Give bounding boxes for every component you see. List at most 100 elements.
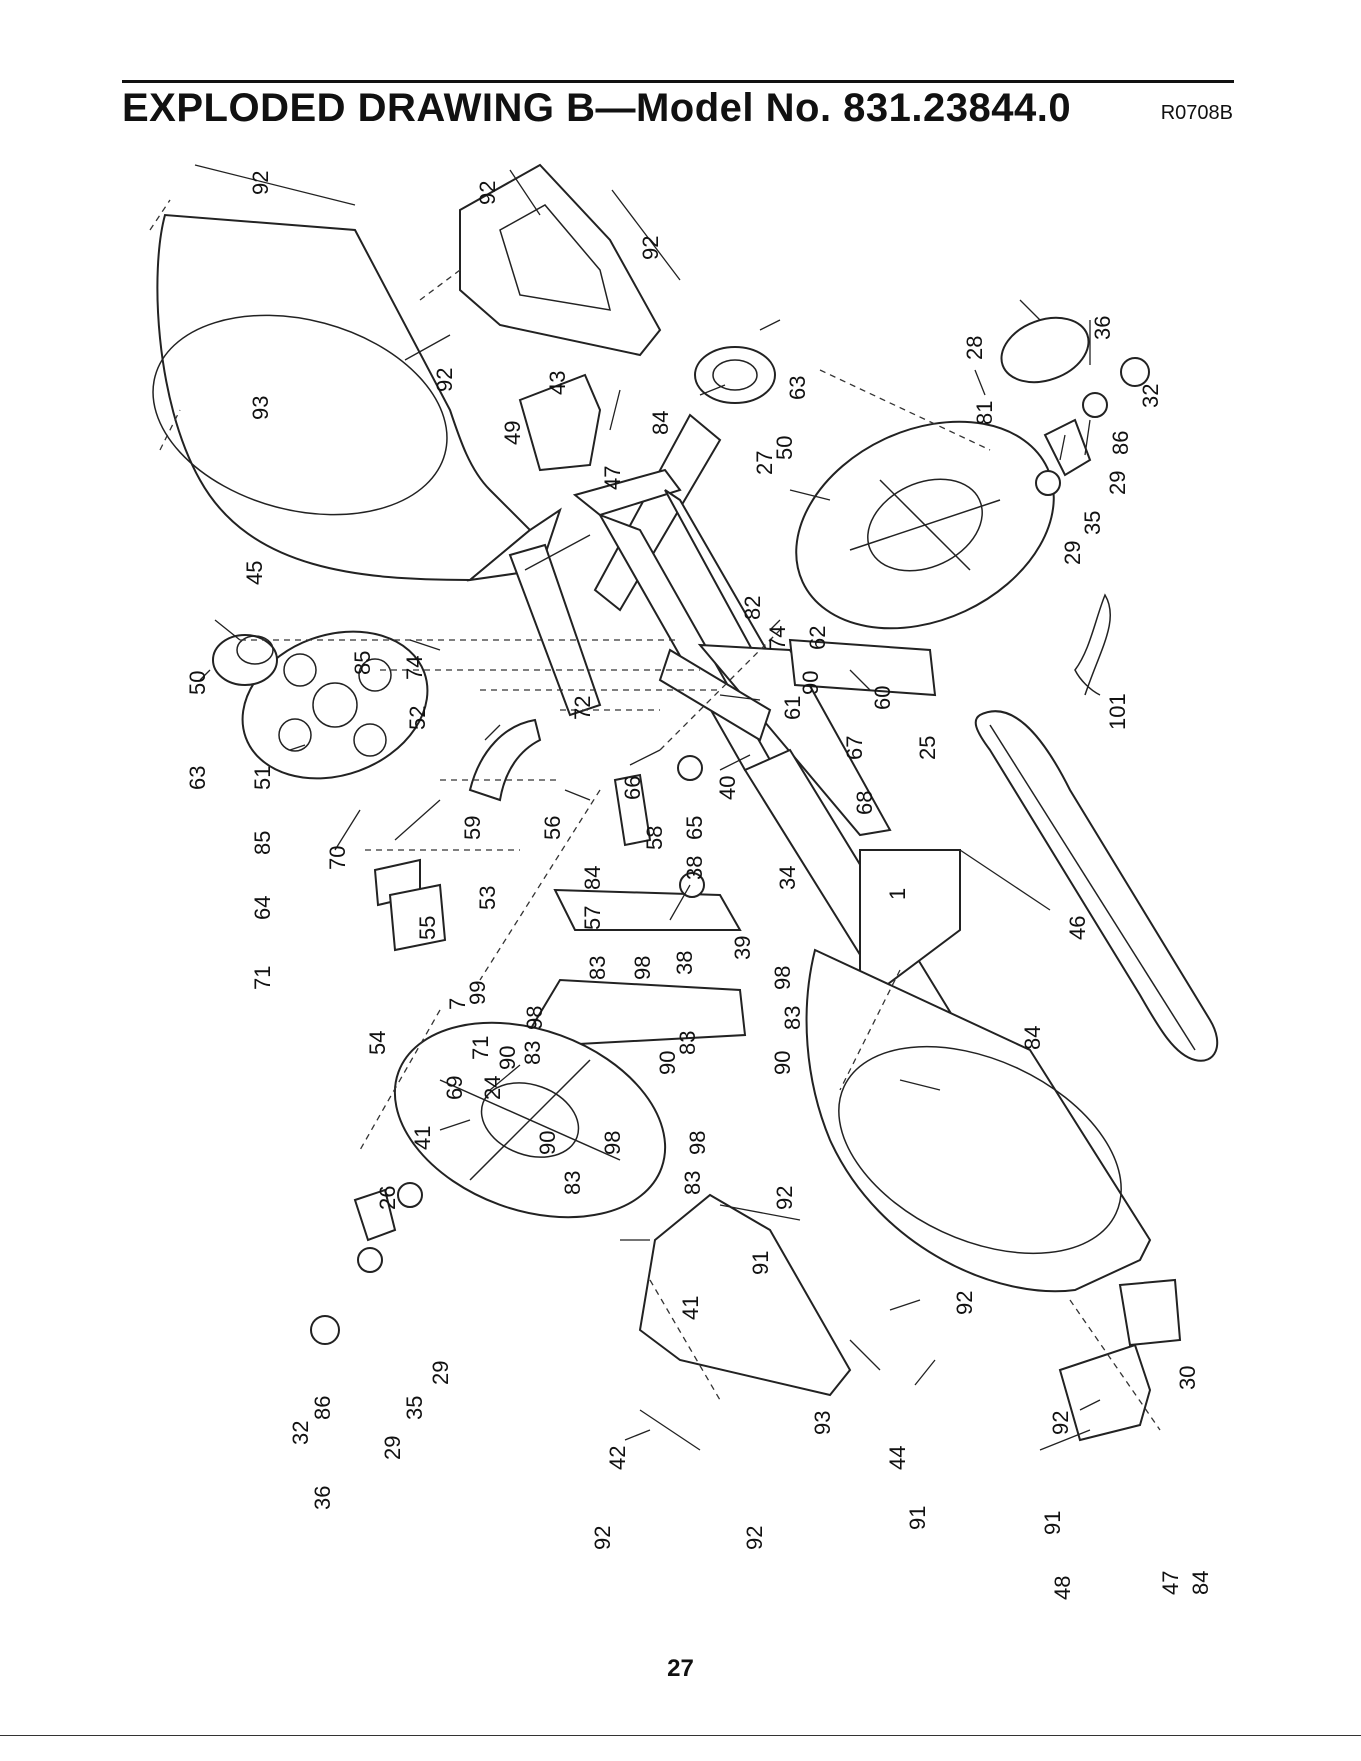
knob-36-right: [1120, 357, 1150, 387]
callout-92: 92: [952, 1291, 977, 1315]
bearing-housing-35-right: [1043, 418, 1092, 477]
callout-47: 47: [600, 466, 625, 490]
callout-56: 56: [540, 816, 565, 840]
callout-40: 40: [715, 776, 740, 800]
callout-41: 41: [678, 1296, 703, 1320]
callout-55: 55: [415, 916, 440, 940]
callout-92: 92: [248, 171, 273, 195]
assembly-line: [149, 199, 991, 751]
pedal-pad-30: [1118, 1278, 1182, 1347]
callout-63: 63: [185, 766, 210, 790]
callout-74: 74: [765, 626, 790, 650]
callout-65: 65: [682, 816, 707, 840]
left-shroud-part: [152, 213, 562, 582]
wire-101: [1074, 593, 1112, 696]
pedal-pad-48: [1058, 1343, 1152, 1442]
right-shroud-44: [805, 948, 1152, 1293]
callout-90: 90: [798, 671, 823, 695]
callout-83: 83: [560, 1171, 585, 1195]
callout-53: 53: [475, 886, 500, 910]
callout-59: 59: [460, 816, 485, 840]
callout-84: 84: [1188, 1571, 1213, 1595]
callout-72: 72: [570, 696, 595, 720]
callout-83: 83: [585, 956, 610, 980]
pedal-pad-49: [518, 373, 602, 472]
callout-82: 82: [740, 596, 765, 620]
callout-48: 48: [1050, 1576, 1075, 1600]
callout-35: 35: [402, 1396, 427, 1420]
callout-26: 26: [375, 1186, 400, 1210]
callout-57: 57: [580, 906, 605, 930]
callout-93: 93: [248, 396, 273, 420]
bearing-29-right-b: [1035, 470, 1061, 496]
callout-84: 84: [648, 411, 673, 435]
callout-85: 85: [250, 831, 275, 855]
roller-50-lower: [212, 634, 278, 686]
callout-58: 58: [642, 826, 667, 850]
roller-50-upper: [694, 346, 776, 404]
callout-36: 36: [310, 1486, 335, 1510]
callout-60: 60: [870, 686, 895, 710]
callout-47: 47: [1158, 1571, 1183, 1595]
callout-93: 93: [810, 1411, 835, 1435]
callout-98: 98: [522, 1006, 547, 1030]
bearing-29-left-b: [357, 1247, 383, 1273]
callout-84: 84: [580, 866, 605, 890]
callout-39: 39: [730, 936, 755, 960]
callout-98: 98: [685, 1131, 710, 1155]
callout-54: 54: [365, 1031, 390, 1055]
exploded-drawing-svg: 92 92 92 92 93 45 43 49 47 84 63 50 28 3…: [149, 163, 1219, 1600]
callout-52: 52: [405, 706, 430, 730]
callout-46: 46: [1065, 916, 1090, 940]
callout-98: 98: [630, 956, 655, 980]
drawing-code: R0708B: [1160, 102, 1233, 124]
callout-90: 90: [535, 1131, 560, 1155]
callout-29: 29: [1060, 541, 1085, 565]
callout-101: 101: [1105, 693, 1130, 730]
callout-69: 69: [442, 1076, 467, 1100]
callout-44: 44: [885, 1446, 910, 1470]
callout-32: 32: [1138, 384, 1163, 408]
callout-38: 38: [672, 951, 697, 975]
assembly-line: [240, 639, 720, 851]
callout-83: 83: [675, 1031, 700, 1055]
callout-98: 98: [600, 1131, 625, 1155]
motor-54: [388, 883, 447, 952]
plate-25: [788, 638, 937, 697]
callout-29: 29: [380, 1436, 405, 1460]
crank-axle-24: [553, 888, 742, 931]
callout-90: 90: [495, 1046, 520, 1070]
callout-90: 90: [655, 1051, 680, 1075]
callout-86: 86: [1108, 431, 1133, 455]
callout-35: 35: [1080, 511, 1105, 535]
flywheel-27: [795, 420, 1055, 630]
callout-92: 92: [432, 368, 457, 392]
bearing-29-left-a: [397, 1182, 423, 1208]
callout-85: 85: [350, 651, 375, 675]
knob-36-left: [310, 1315, 340, 1345]
assembly-line: [359, 789, 1161, 1431]
flywheel-26: [393, 1021, 667, 1219]
callout-45: 45: [242, 561, 267, 585]
callout-28: 28: [962, 336, 987, 360]
callout-92: 92: [590, 1526, 615, 1550]
callout-90: 90: [770, 1051, 795, 1075]
callout-92: 92: [772, 1186, 797, 1210]
callout-50: 50: [772, 436, 797, 460]
bearing-38-upper: [677, 755, 703, 781]
disc-51: [241, 630, 429, 780]
callout-83: 83: [520, 1041, 545, 1065]
callout-68: 68: [852, 791, 877, 815]
callout-99: 99: [465, 981, 490, 1005]
callout-24: 24: [480, 1076, 505, 1100]
magnet-arm-53: [468, 718, 542, 802]
callout-41: 41: [410, 1126, 435, 1150]
page-title: EXPLODED DRAWING B—Model No. 831.23844.0: [122, 86, 1072, 130]
callout-64: 64: [250, 896, 275, 920]
callout-36: 36: [1090, 316, 1115, 340]
callout-91: 91: [905, 1506, 930, 1530]
callout-91: 91: [1040, 1511, 1065, 1535]
bottom-rule: [0, 1735, 1361, 1736]
callout-83: 83: [680, 1171, 705, 1195]
callout-32: 32: [288, 1421, 313, 1445]
